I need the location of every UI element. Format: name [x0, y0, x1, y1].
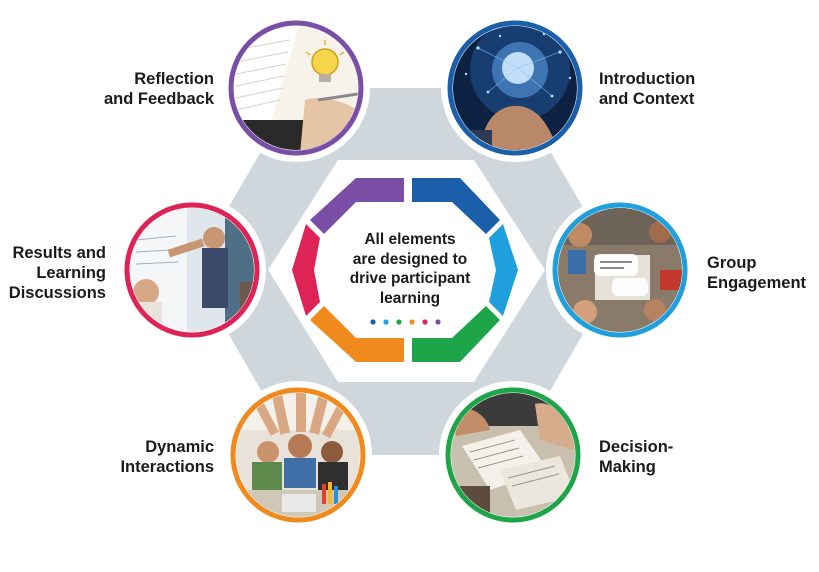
segment-purple — [310, 178, 404, 234]
center-caption: All elements are designed to drive parti… — [349, 231, 471, 307]
segment-sky — [489, 224, 518, 316]
photo-dynamic-interactions — [224, 381, 372, 529]
dot-purple — [435, 319, 441, 325]
photo-reflection-feedback — [222, 14, 370, 162]
dot-orange — [409, 319, 415, 325]
photo-results-learning — [118, 196, 266, 344]
segment-orange — [310, 306, 404, 362]
dot-red — [422, 319, 428, 325]
label-introduction-context: Introduction and Context — [599, 70, 696, 108]
segmented-hexagon — [292, 178, 518, 362]
color-dots — [370, 319, 441, 325]
label-reflection-feedback: Reflection and Feedback — [103, 70, 214, 108]
dot-navy — [370, 319, 376, 325]
photo-introduction-context — [441, 14, 589, 162]
label-decision-making: Decision- Making — [599, 438, 674, 476]
label-group-engagement: Group Engagement — [707, 254, 807, 292]
lightbulb-sketch-icon — [311, 48, 339, 76]
dot-sky — [383, 319, 389, 325]
photo-group-engagement — [546, 196, 694, 344]
label-results-learning-discussions: Results and Learning Discussions — [8, 244, 106, 302]
segment-green — [412, 306, 500, 362]
label-dynamic-interactions: Dynamic Interactions — [120, 438, 214, 476]
dot-green — [396, 319, 402, 325]
photo-decision-making — [439, 381, 587, 529]
segment-navy — [412, 178, 500, 234]
speech-bubble-icon — [594, 254, 648, 296]
segment-red — [292, 224, 320, 316]
